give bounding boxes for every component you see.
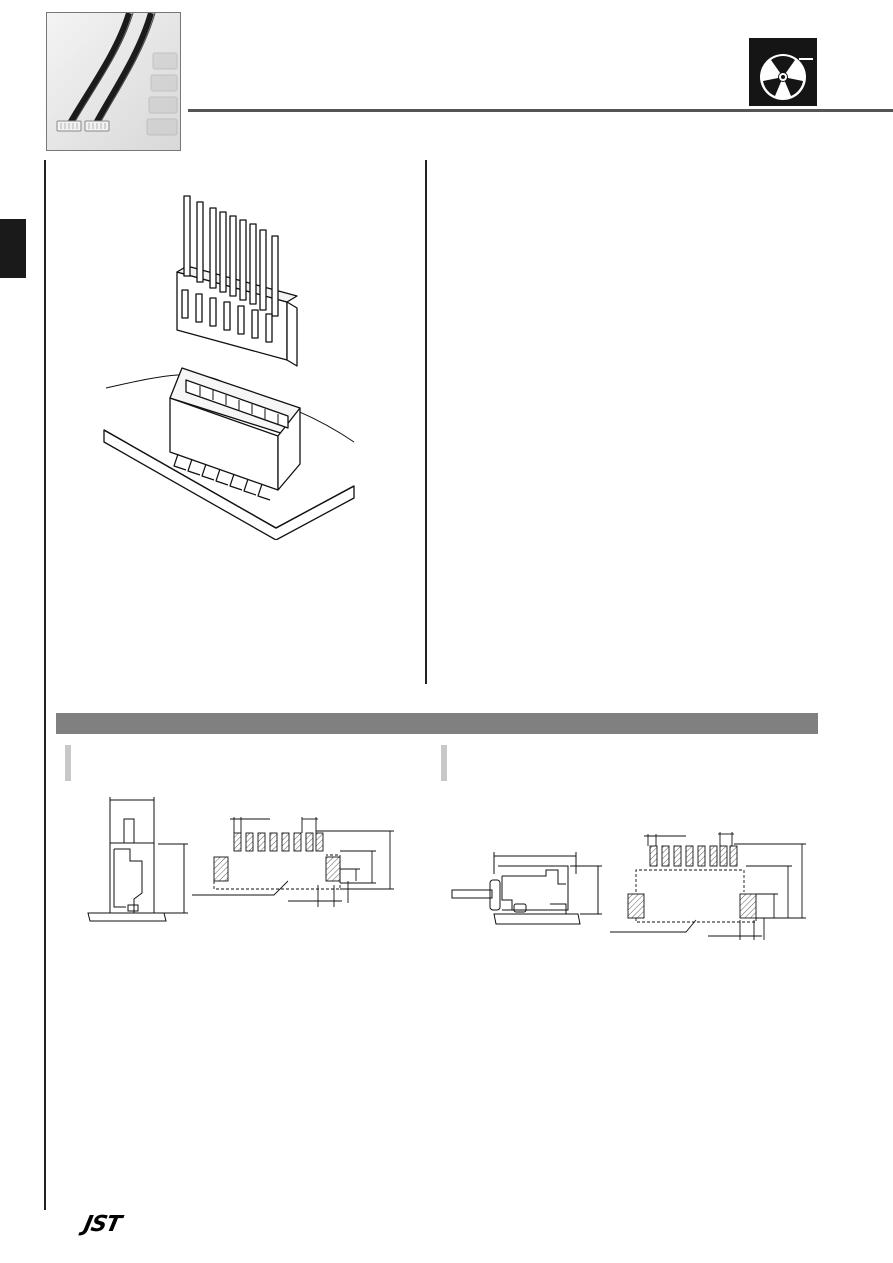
horizontal-type-side-view xyxy=(451,852,602,925)
header-rule xyxy=(188,109,893,112)
column-divider xyxy=(425,160,427,684)
subsection-marker-vertical xyxy=(65,745,71,781)
horizontal-type-drawing xyxy=(450,822,810,947)
vertical-type-drawing xyxy=(84,795,404,935)
jst-logo: JST xyxy=(81,1212,123,1237)
vertical-type-pcb-footprint xyxy=(192,817,394,907)
section-header-bar xyxy=(56,713,818,734)
reel-icon xyxy=(749,38,817,106)
horizontal-type-pcb-footprint xyxy=(610,832,806,940)
section-index-tab xyxy=(0,219,26,278)
left-margin-rule xyxy=(44,160,46,1210)
vertical-type-side-view xyxy=(87,797,188,922)
connector-mating-illustration xyxy=(100,190,362,541)
subsection-marker-horizontal xyxy=(441,745,447,781)
cable-assembly-photo xyxy=(46,12,181,151)
